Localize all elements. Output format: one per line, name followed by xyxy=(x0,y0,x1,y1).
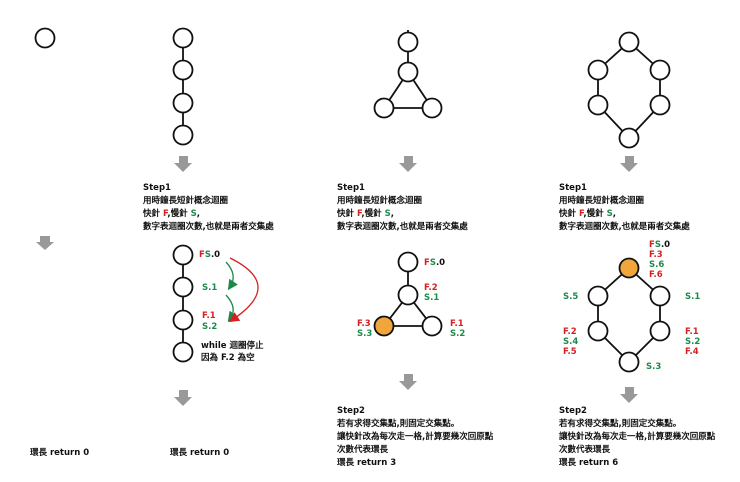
fast-pointer-arrow xyxy=(228,257,259,323)
hexagon-label-s3: S.3 xyxy=(646,362,662,372)
slow-pointer-arrow xyxy=(225,294,239,323)
result-chain: 環長 return 0 xyxy=(170,448,230,458)
step1-text-chain: Step1 用時鐘長短針概念迴圈 快針 F,慢針 S, 數字表迴圈次數,也就是兩… xyxy=(143,183,274,232)
hexagon-top xyxy=(587,31,671,149)
down-arrow-icon xyxy=(399,156,417,172)
down-arrow-icon xyxy=(36,236,54,250)
chain-label-s2: S.2 xyxy=(202,322,218,332)
chain-label-fs0: FS.0 xyxy=(199,250,221,260)
triangle-label-fs0: FS.0 xyxy=(424,258,446,268)
triangle-label-f2: F.2 xyxy=(424,283,438,293)
chain-top xyxy=(172,27,194,146)
hexagon-label-s5: S.5 xyxy=(563,292,579,302)
hexagon-label-fs0: FS.0 xyxy=(649,240,671,250)
step2-text-hexagon: Step2 若有求得交集點,則固定交集點。 讓快針改為每次走一格,計算要幾次回原… xyxy=(559,406,716,468)
triangle-label-s1: S.1 xyxy=(424,293,440,303)
hexagon-bottom xyxy=(587,257,671,373)
triangle-bottom xyxy=(373,251,443,337)
down-arrow-icon xyxy=(174,390,192,406)
chain-note: while 迴圈停止 因為 F.2 為空 xyxy=(201,341,264,363)
result-single: 環長 return 0 xyxy=(30,448,90,458)
triangle-label-f1: F.1 xyxy=(450,319,464,329)
hexagon-label-s2: S.2 xyxy=(685,337,701,347)
down-arrow-icon xyxy=(399,374,417,390)
chain-label-f1: F.1 xyxy=(202,311,216,321)
triangle-label-f3: F.3 xyxy=(357,319,371,329)
hexagon-label-f3: F.3 xyxy=(649,250,663,260)
step2-text-triangle: Step2 若有求得交集點,則固定交集點。 讓快針改為每次走一格,計算要幾次回原… xyxy=(337,406,494,468)
chain-label-s1: S.1 xyxy=(202,283,218,293)
chain-bottom xyxy=(172,244,194,363)
triangle-label-s2: S.2 xyxy=(450,329,466,339)
hexagon-label-f5: F.5 xyxy=(563,347,577,357)
slow-pointer-arrow xyxy=(225,261,238,291)
hexagon-label-s4: S.4 xyxy=(563,337,579,347)
triangle-label-s3: S.3 xyxy=(357,329,373,339)
single-node xyxy=(34,27,56,49)
down-arrow-icon xyxy=(174,156,192,172)
step1-text-hexagon: Step1 用時鐘長短針概念迴圈 快針 F,慢針 S, 數字表迴圈次數,也就是兩… xyxy=(559,183,690,232)
hexagon-label-f6: F.6 xyxy=(649,270,663,280)
down-arrow-icon xyxy=(620,156,638,172)
hexagon-label-s6: S.6 xyxy=(649,260,665,270)
hexagon-label-f2: F.2 xyxy=(563,327,577,337)
down-arrow-icon xyxy=(620,387,638,403)
hexagon-label-s1: S.1 xyxy=(685,292,701,302)
step1-text-triangle: Step1 用時鐘長短針概念迴圈 快針 F,慢針 S, 數字表迴圈次數,也就是兩… xyxy=(337,183,468,232)
triangle-top xyxy=(373,30,443,119)
hexagon-label-f1: F.1 xyxy=(685,327,699,337)
hexagon-label-f4: F.4 xyxy=(685,347,699,357)
